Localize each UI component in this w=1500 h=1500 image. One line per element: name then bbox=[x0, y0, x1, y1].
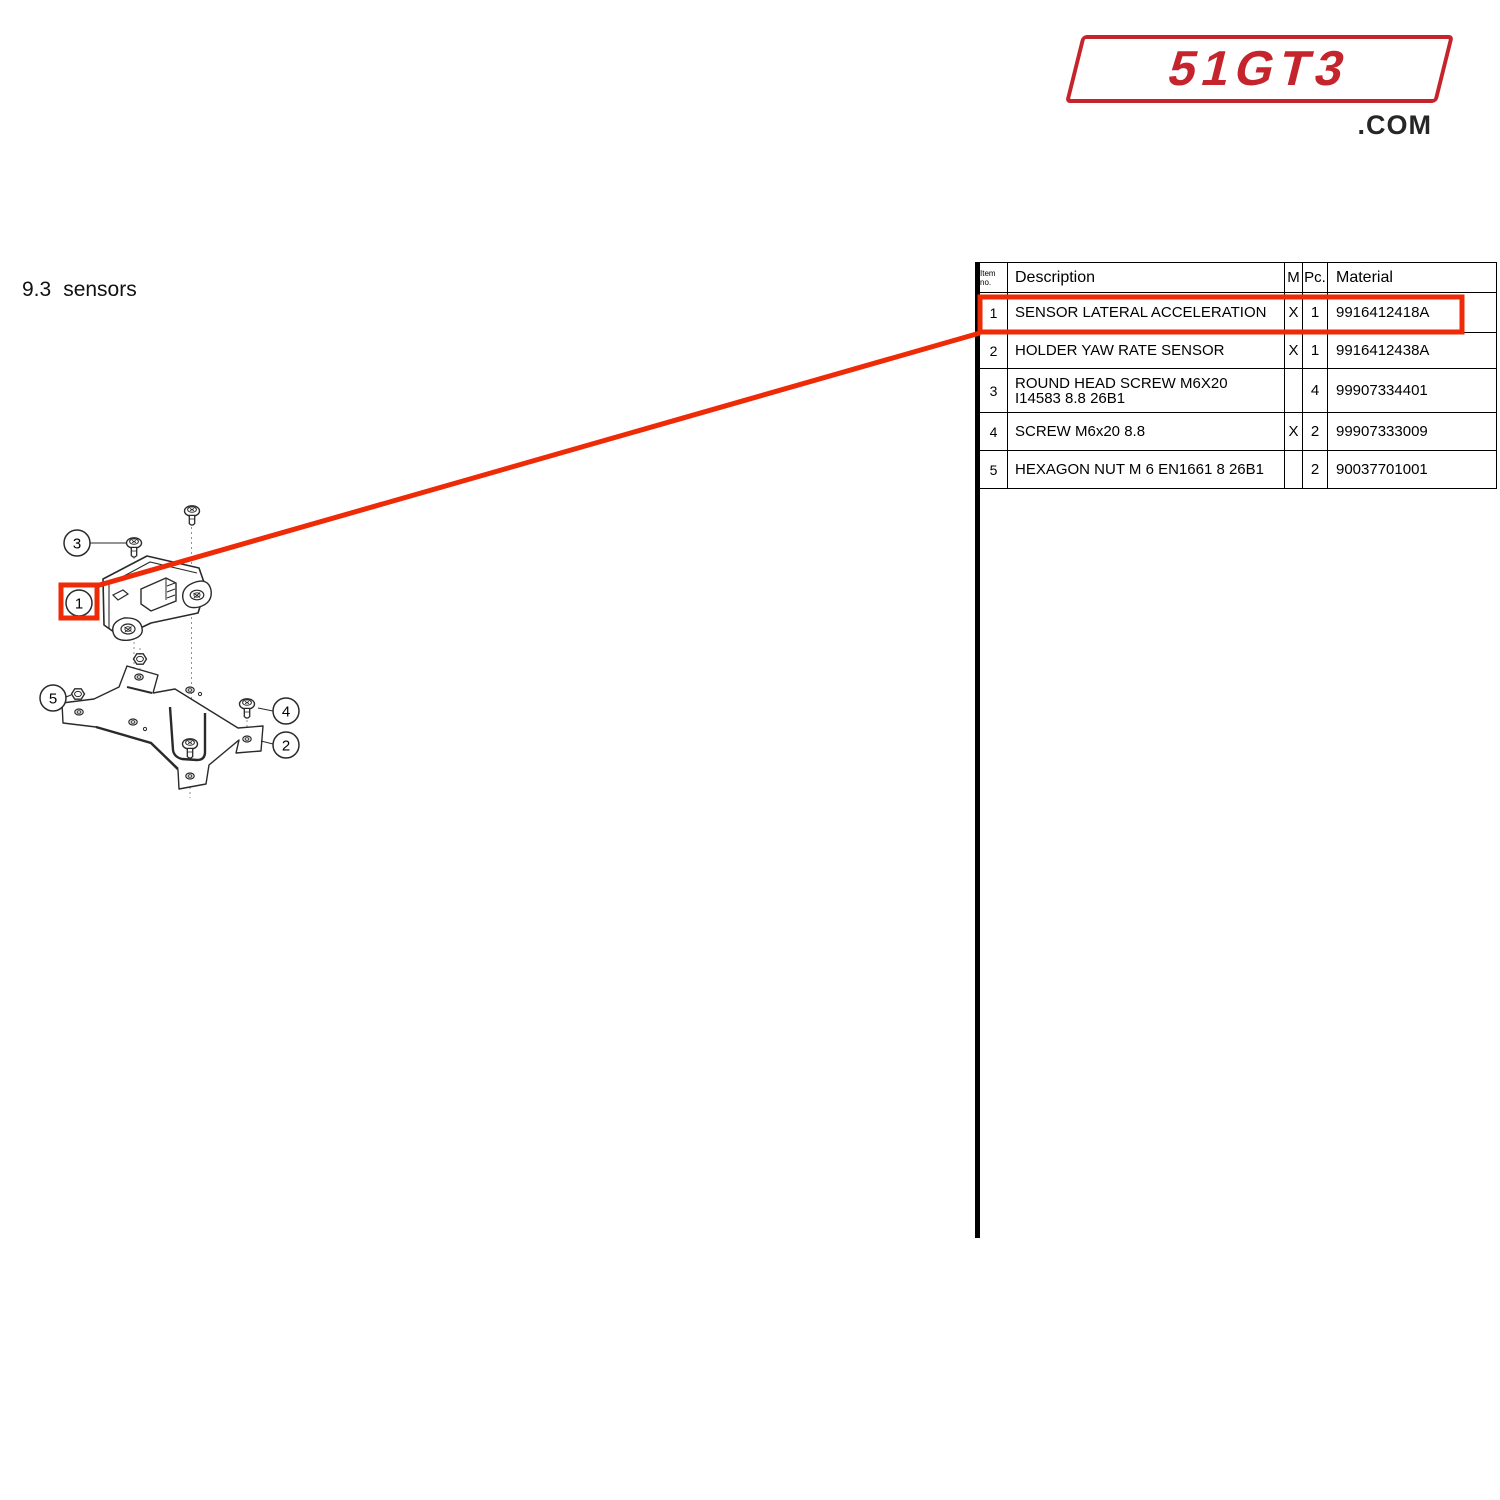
table-row: 1 SENSOR LATERAL ACCELERATION X 1 991641… bbox=[980, 293, 1497, 333]
cell-item-no: 1 bbox=[980, 293, 1008, 333]
header-description: Description bbox=[1008, 262, 1285, 293]
hex-nut-icon bbox=[70, 653, 148, 700]
cell-material: 90037701001 bbox=[1328, 451, 1497, 489]
svg-text:2: 2 bbox=[282, 737, 290, 754]
cell-pc: 4 bbox=[1303, 369, 1328, 413]
table-row: 2 HOLDER YAW RATE SENSOR X 1 9916412438A bbox=[980, 333, 1497, 369]
cell-item-no: 2 bbox=[980, 333, 1008, 369]
cell-m: X bbox=[1285, 333, 1303, 369]
site-logo: 51GT3 bbox=[1065, 35, 1454, 103]
cell-description: SCREW M6x20 8.8 bbox=[1008, 413, 1285, 451]
cell-item-no: 4 bbox=[980, 413, 1008, 451]
cell-description: SENSOR LATERAL ACCELERATION bbox=[1008, 293, 1285, 333]
cell-material: 99907333009 bbox=[1328, 413, 1497, 451]
table-row: 3 ROUND HEAD SCREW M6X20 I14583 8.8 26B1… bbox=[980, 369, 1497, 413]
highlight-callout-box bbox=[58, 582, 100, 621]
logo-tld-text: .COM bbox=[1357, 110, 1432, 140]
callout-4: 4 bbox=[272, 697, 300, 725]
logo-51gt3-badge: 51GT3 bbox=[1065, 35, 1454, 103]
highlight-connector-line bbox=[95, 330, 981, 589]
svg-text:1: 1 bbox=[75, 595, 83, 612]
callout-2: 2 bbox=[272, 731, 300, 759]
cell-material: 9916412418A bbox=[1328, 293, 1497, 333]
cell-pc: 1 bbox=[1303, 293, 1328, 333]
header-material: Material bbox=[1328, 262, 1497, 293]
cell-m: X bbox=[1285, 413, 1303, 451]
section-label: sensors bbox=[63, 278, 137, 301]
svg-text:5: 5 bbox=[49, 690, 57, 707]
screw-icon bbox=[125, 505, 256, 759]
cell-material: 9916412438A bbox=[1328, 333, 1497, 369]
callout-1: 1 bbox=[65, 589, 93, 617]
section-number: 9.3 bbox=[22, 278, 52, 301]
cell-item-no: 5 bbox=[980, 451, 1008, 489]
header-m: M bbox=[1285, 262, 1303, 293]
cell-m bbox=[1285, 451, 1303, 489]
callout-leader-lines bbox=[65, 542, 274, 745]
table-row: 4 SCREW M6x20 8.8 X 2 99907333009 bbox=[980, 413, 1497, 451]
cell-pc: 2 bbox=[1303, 451, 1328, 489]
cell-pc: 1 bbox=[1303, 333, 1328, 369]
parts-table: Item no. Description M Pc. Material 1 SE… bbox=[980, 262, 1497, 489]
cell-pc: 2 bbox=[1303, 413, 1328, 451]
sensor-drawing bbox=[102, 555, 212, 642]
section-title: 9.3 sensors bbox=[22, 278, 137, 302]
logo-brand-text: 51GT3 bbox=[1162, 41, 1357, 96]
cell-item-no: 3 bbox=[980, 369, 1008, 413]
cell-material: 99907334401 bbox=[1328, 369, 1497, 413]
table-row: 5 HEXAGON NUT M 6 EN1661 8 26B1 2 900377… bbox=[980, 451, 1497, 489]
table-left-rule bbox=[975, 262, 980, 1238]
svg-text:3: 3 bbox=[73, 535, 81, 552]
cell-description: HOLDER YAW RATE SENSOR bbox=[1008, 333, 1285, 369]
callout-5: 5 bbox=[39, 684, 67, 712]
svg-text:4: 4 bbox=[282, 703, 290, 720]
table-header-row: Item no. Description M Pc. Material bbox=[980, 262, 1497, 293]
holder-bracket-drawing bbox=[61, 665, 264, 790]
header-pc: Pc. bbox=[1303, 262, 1328, 293]
cell-m: X bbox=[1285, 293, 1303, 333]
cell-description: ROUND HEAD SCREW M6X20 I14583 8.8 26B1 bbox=[1008, 369, 1285, 413]
header-item-no: Item no. bbox=[980, 262, 1008, 293]
cell-description: HEXAGON NUT M 6 EN1661 8 26B1 bbox=[1008, 451, 1285, 489]
assembly-dotted-lines bbox=[133, 522, 248, 798]
callout-3: 3 bbox=[63, 529, 91, 557]
cell-m bbox=[1285, 369, 1303, 413]
